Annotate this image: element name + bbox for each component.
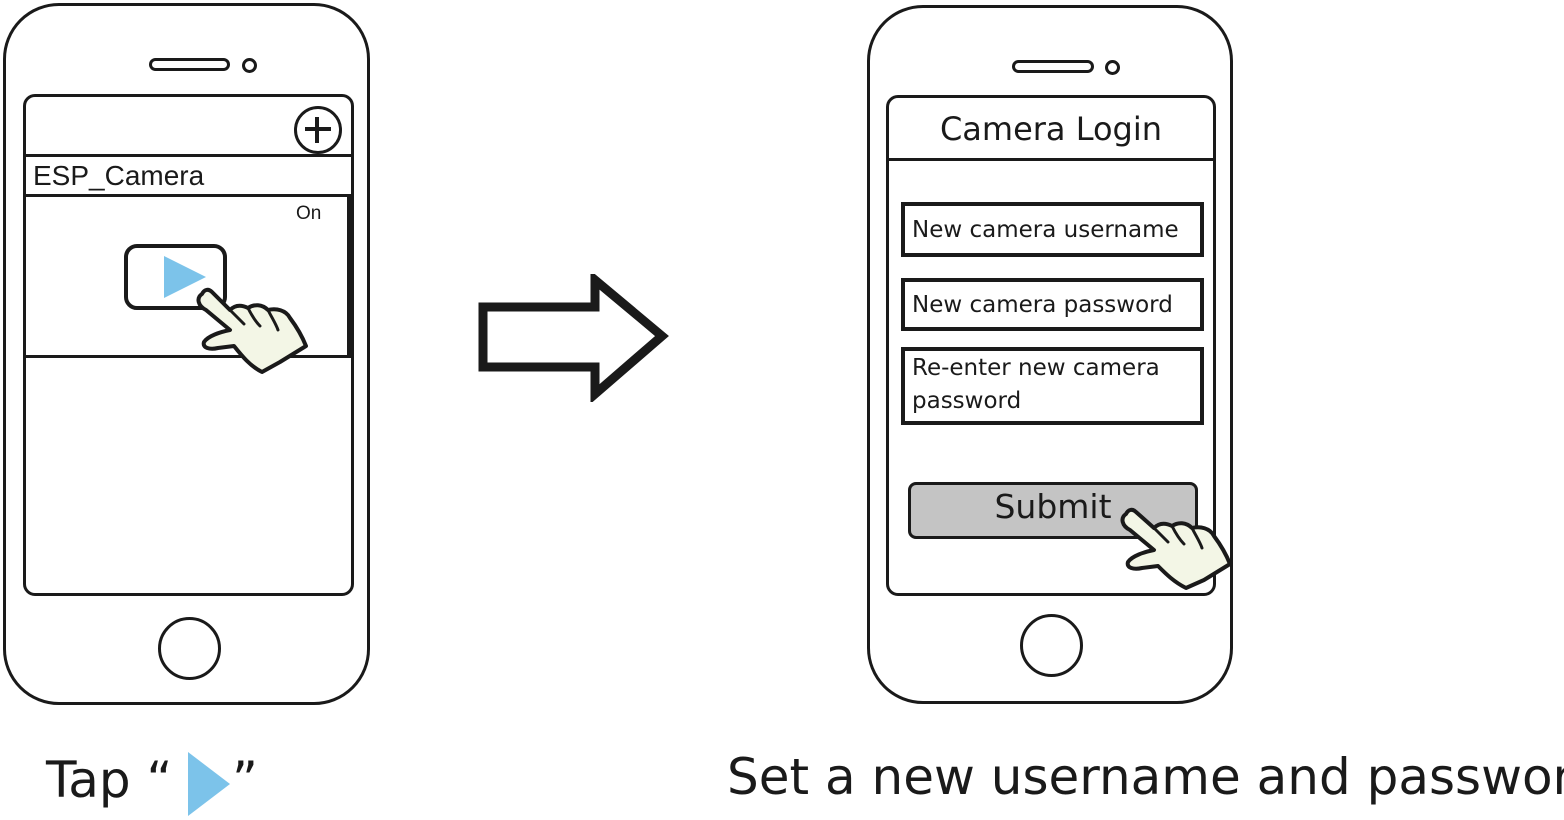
password-field[interactable]: New camera password <box>901 278 1204 331</box>
home-button <box>158 617 221 680</box>
step-2-caption: Set a new username and password <box>727 748 1564 806</box>
speaker-slot <box>149 58 230 71</box>
page-title: Camera Login <box>939 110 1163 148</box>
home-button <box>1020 614 1083 677</box>
device-name: ESP_Camera <box>33 160 205 191</box>
front-camera <box>242 58 257 73</box>
confirm-password-field[interactable]: Re-enter new camera password <box>901 347 1204 425</box>
device-row[interactable]: ESP_Camera <box>26 157 351 197</box>
pointing-hand-icon <box>1120 507 1232 590</box>
step-1-caption: Tap “ <box>46 751 173 809</box>
app-toolbar <box>26 97 351 157</box>
phone-step-1: ESP_Camera On <box>3 3 370 705</box>
front-camera <box>1105 60 1120 75</box>
submit-button[interactable]: Submit <box>908 482 1198 539</box>
caption-close-quote: ” <box>232 751 258 809</box>
login-header: Camera Login <box>889 98 1213 161</box>
right-arrow-icon <box>478 274 669 402</box>
status-label: On <box>296 203 322 224</box>
phone-screen: Camera Login New camera username New cam… <box>886 95 1216 596</box>
speaker-slot <box>1012 60 1094 73</box>
add-camera-icon[interactable] <box>294 106 342 154</box>
pointing-hand-icon <box>196 287 308 374</box>
username-field[interactable]: New camera username <box>901 202 1204 257</box>
play-button[interactable] <box>124 244 227 310</box>
play-icon <box>164 256 206 298</box>
camera-preview[interactable]: On <box>26 197 351 358</box>
phone-step-2: Camera Login New camera username New cam… <box>867 5 1233 704</box>
play-icon <box>188 752 230 816</box>
